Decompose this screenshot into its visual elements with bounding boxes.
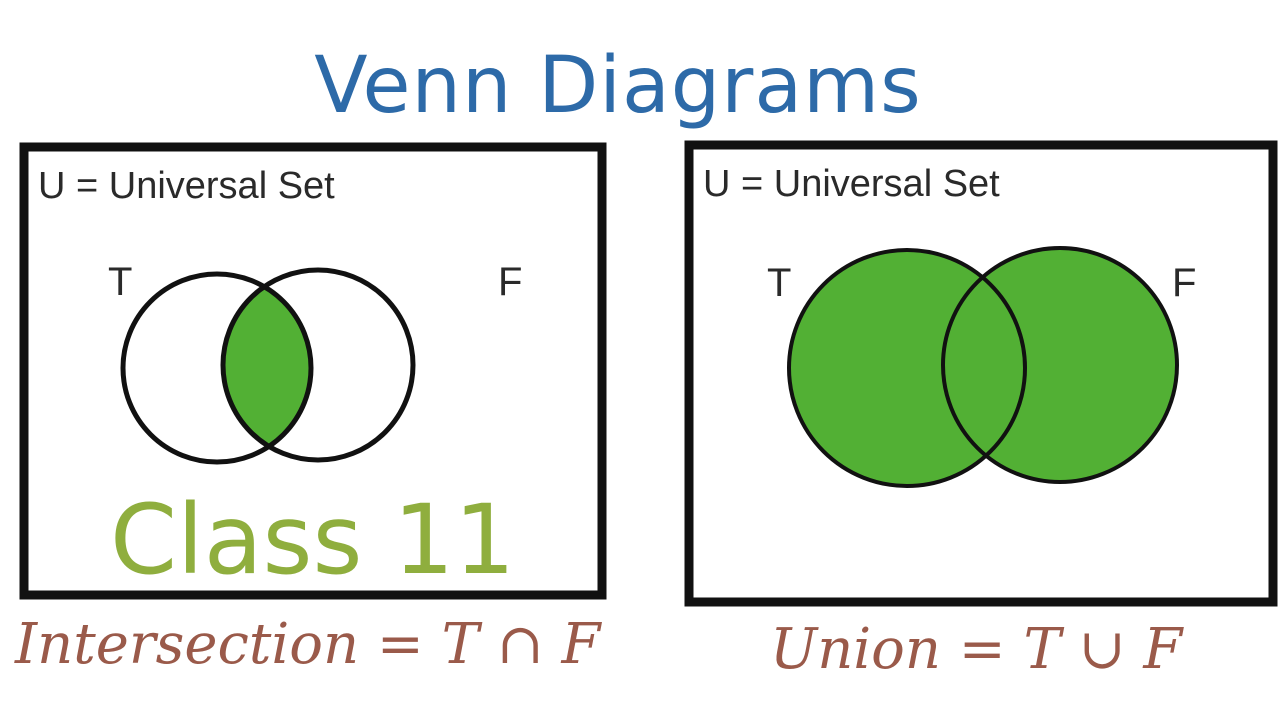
class-label: Class 11 (110, 484, 515, 596)
set-f-fill-union (943, 248, 1177, 482)
union-panel: U = Universal Set T F Union = T ∪ F (684, 140, 1278, 682)
universal-set-label-intersection: U = Universal Set (38, 165, 335, 207)
intersection-panel: U = Universal Set T F Intersection = T ∩… (14, 142, 607, 677)
intersection-region (223, 274, 311, 460)
diagram-title: Venn Diagrams (314, 41, 921, 131)
set-f-circle-intersection (220, 267, 416, 463)
set-t-label-intersection: T (108, 260, 132, 304)
intersection-caption: Intersection = T ∩ F (14, 612, 602, 677)
universal-set-label-union: U = Universal Set (703, 163, 1000, 205)
set-f-label-intersection: F (498, 260, 522, 304)
set-t-circle-union (787, 248, 1027, 488)
set-t-circle-intersection (120, 271, 314, 465)
set-t-label-union: T (767, 261, 791, 305)
set-f-label-union: F (1172, 261, 1196, 305)
set-f-circle-union (941, 246, 1179, 484)
union-caption: Union = T ∪ F (770, 617, 1184, 682)
